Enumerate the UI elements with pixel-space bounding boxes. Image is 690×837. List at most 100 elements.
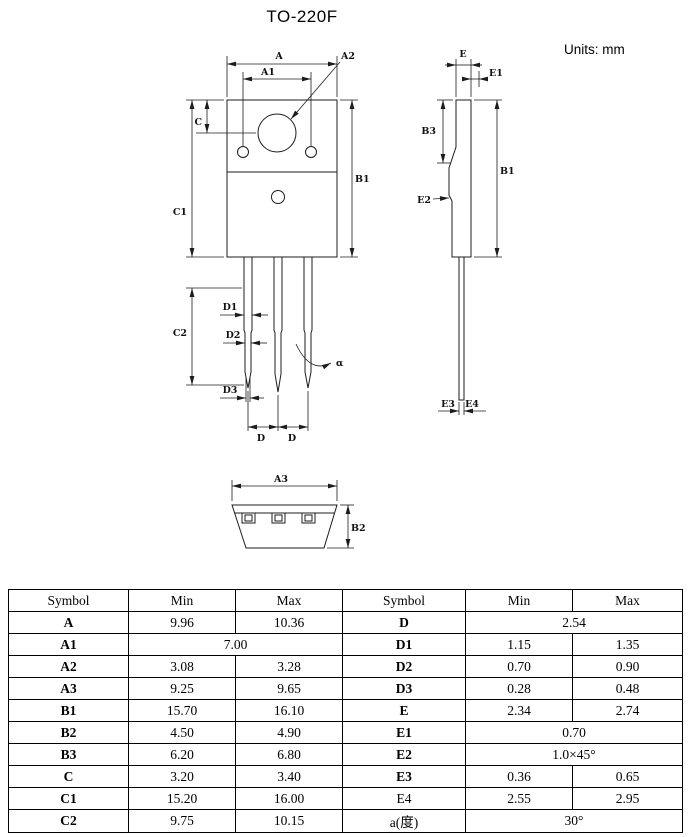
table-row: B2 4.50 4.90 E1 0.70	[8, 721, 683, 744]
max-cell: 2.95	[572, 787, 683, 810]
symbol-cell: E1	[342, 721, 466, 744]
min-cell: 3.20	[128, 765, 236, 788]
symbol-cell: C	[8, 765, 129, 788]
symbol-cell: A2	[8, 655, 129, 678]
table-row: A1 7.00 D1 1.15 1.35	[8, 633, 683, 656]
value-cell: 0.70	[465, 721, 683, 744]
value-cell: 2.54	[465, 611, 683, 634]
side-lead	[458, 256, 465, 401]
value-cell: 1.0×45°	[465, 743, 683, 766]
dim-label-d-left: D	[257, 433, 265, 444]
dim-label-e1: E1	[489, 68, 503, 79]
min-cell: 9.96	[128, 611, 236, 634]
value-cell: 7.00	[128, 633, 343, 656]
dim-label-c2: C2	[173, 328, 187, 339]
center-hole	[271, 190, 285, 204]
max-cell: 16.10	[235, 699, 343, 722]
max-cell: 0.90	[572, 655, 683, 678]
symbol-cell: A3	[8, 677, 129, 700]
side-profile	[448, 99, 472, 258]
min-cell: 9.75	[128, 809, 236, 833]
symbol-cell: C2	[8, 809, 129, 833]
symbol-cell: A1	[8, 633, 129, 656]
min-cell: 15.70	[128, 699, 236, 722]
symbol-cell: B1	[8, 699, 129, 722]
dimension-table: Symbol Min Max Symbol Min Max A 9.96 10.…	[8, 589, 683, 833]
min-cell: 3.08	[128, 655, 236, 678]
min-cell: 0.36	[465, 765, 573, 788]
min-cell: 9.25	[128, 677, 236, 700]
max-cell: 3.40	[235, 765, 343, 788]
symbol-cell: D	[342, 611, 466, 634]
dim-label-d2: D2	[226, 330, 241, 341]
lead-2	[273, 256, 283, 393]
table-header-row: Symbol Min Max Symbol Min Max	[8, 589, 683, 612]
symbol-cell: B2	[8, 721, 129, 744]
dim-label-e: E	[459, 49, 466, 60]
min-cell: 0.28	[465, 677, 573, 700]
dim-label-a1: A1	[260, 67, 275, 78]
dim-label-e2: E2	[417, 195, 431, 206]
front-dimension-lines	[186, 56, 358, 431]
table-row: A 9.96 10.36 D 2.54	[8, 611, 683, 634]
table-header-cell: Max	[235, 589, 343, 612]
table-header-cell: Min	[465, 589, 573, 612]
symbol-cell: A	[8, 611, 129, 634]
value-cell: 30°	[465, 809, 683, 833]
min-cell: 2.34	[465, 699, 573, 722]
table-header-cell: Max	[572, 589, 683, 612]
dim-label-e4: E4	[465, 399, 479, 410]
max-cell: 0.65	[572, 765, 683, 788]
max-cell: 2.74	[572, 699, 683, 722]
table-row: B3 6.20 6.80 E2 1.0×45°	[8, 743, 683, 766]
max-cell: 10.36	[235, 611, 343, 634]
table-row: C 3.20 3.40 E3 0.36 0.65	[8, 765, 683, 788]
min-cell: 15.20	[128, 787, 236, 810]
min-cell: 4.50	[128, 721, 236, 744]
symbol-cell: D2	[342, 655, 466, 678]
bottom-dimension-lines	[231, 480, 354, 549]
max-cell: 9.65	[235, 677, 343, 700]
symbol-cell: E3	[342, 765, 466, 788]
table-row: B1 15.70 16.10 E 2.34 2.74	[8, 699, 683, 722]
lead-1	[243, 256, 253, 389]
symbol-cell: D1	[342, 633, 466, 656]
dim-label-b3: B3	[421, 126, 436, 137]
units-label: Units: mm	[564, 42, 625, 57]
max-cell: 1.35	[572, 633, 683, 656]
front-body-outline	[226, 99, 338, 258]
symbol-cell: E	[342, 699, 466, 722]
min-cell: 2.55	[465, 787, 573, 810]
min-cell: 1.15	[465, 633, 573, 656]
pin-hole-left	[237, 146, 249, 158]
dim-label-a: A	[274, 51, 283, 62]
dim-label-d1: D1	[223, 302, 238, 313]
max-cell: 6.80	[235, 743, 343, 766]
dim-label-alpha: α	[336, 358, 344, 369]
dim-label-b1-front: B1	[355, 174, 370, 185]
max-cell: 0.48	[572, 677, 683, 700]
max-cell: 4.90	[235, 721, 343, 744]
table-header-cell: Symbol	[8, 589, 129, 612]
bottom-view: A3 B2	[231, 474, 366, 549]
dim-label-b2: B2	[351, 523, 366, 534]
table-row: A2 3.08 3.28 D2 0.70 0.90	[8, 655, 683, 678]
min-cell: 0.70	[465, 655, 573, 678]
symbol-cell: a(度)	[342, 809, 466, 833]
table-row: C2 9.75 10.15 a(度) 30°	[8, 809, 683, 833]
bottom-body	[231, 504, 338, 549]
page-title: TO-220F	[266, 7, 338, 26]
pin-hole-right	[305, 146, 317, 158]
symbol-cell: D3	[342, 677, 466, 700]
dim-label-b1-side: B1	[500, 166, 515, 177]
bottom-lead-sections	[241, 512, 316, 524]
table-row: A3 9.25 9.65 D3 0.28 0.48	[8, 677, 683, 700]
front-view: A A1 A2 C C1 C2 B1 D1 D2 D3 D D α	[173, 51, 370, 444]
dim-label-a2: A2	[340, 51, 355, 62]
mounting-hole	[257, 113, 297, 153]
max-cell: 3.28	[235, 655, 343, 678]
dim-label-c: C	[194, 117, 202, 128]
side-view: E E1 B3 B1 E2 E3 E4	[417, 49, 515, 415]
table-row: C1 15.20 16.00 E4 2.55 2.95	[8, 787, 683, 810]
